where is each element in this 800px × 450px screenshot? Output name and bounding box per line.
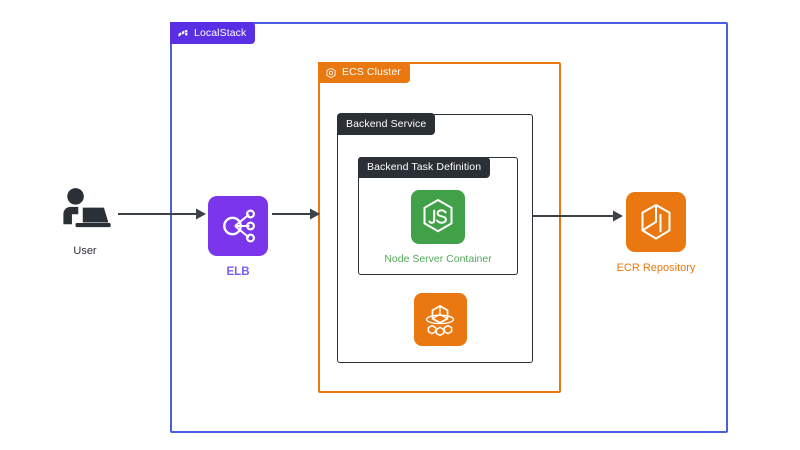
node-node-server-container[interactable]: Node Server Container [384, 190, 492, 265]
arrow-user-to-elb [118, 208, 206, 220]
localstack-icon [178, 30, 188, 37]
node-ecs-task-tile [413, 293, 467, 346]
boundary-ecs-cluster [318, 62, 561, 393]
ecs-cluster-icon [326, 67, 336, 78]
boundary-label-ecs-cluster: ECS Cluster [318, 62, 410, 83]
boundary-localstack [170, 22, 728, 433]
node-ecr-repository[interactable]: ECR Repository [617, 192, 695, 274]
boundary-label-backend-task-definition: Backend Task Definition [358, 157, 491, 178]
node-elb-tile [208, 196, 268, 256]
node-ecr-repository-label: ECR Repository [616, 262, 696, 274]
node-ecr-repository-tile [626, 192, 686, 252]
node-node-server-container-tile [411, 190, 465, 244]
load-balancer-icon [223, 209, 256, 243]
boundary-label-ecs-cluster-text: ECS Cluster [342, 66, 401, 79]
boundary-label-backend-service: Backend Service [337, 113, 436, 135]
node-elb-label: ELB [226, 266, 250, 278]
boundary-backend-service [337, 114, 533, 363]
node-node-server-container-label: Node Server Container [384, 253, 492, 265]
boundary-label-localstack: LocalStack [170, 22, 256, 44]
user-at-laptop-icon [63, 188, 111, 228]
boundary-label-localstack-text: LocalStack [194, 26, 247, 39]
boundary-label-backend-service-text: Backend Service [346, 117, 427, 130]
ecs-task-cube-icon [425, 304, 455, 336]
diagram-title: LocalStack ECS architecture diagram [0, 0, 1, 1]
ecr-cube-icon [641, 203, 671, 240]
nodejs-icon [423, 198, 453, 233]
node-user-label: User [73, 245, 97, 257]
arrow-elb-to-ecs-cluster [272, 208, 320, 220]
node-ecs-task[interactable] [412, 293, 468, 355]
node-elb[interactable]: ELB [206, 196, 270, 279]
arrow-backend-service-to-ecr [533, 210, 623, 222]
boundary-label-backend-task-definition-text: Backend Task Definition [367, 161, 482, 174]
node-user[interactable]: User [42, 186, 128, 257]
